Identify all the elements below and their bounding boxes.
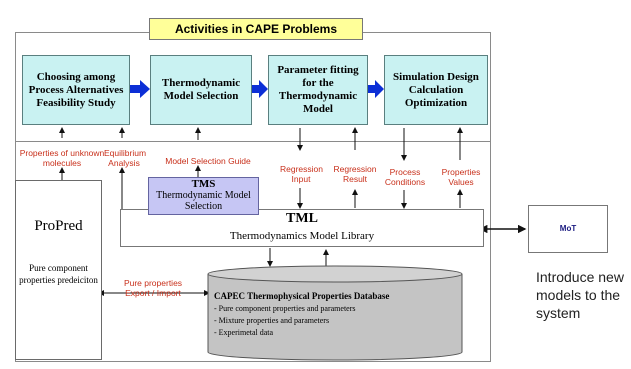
tms-box: TMS Thermodynamic Model Selection: [148, 177, 259, 215]
propred-box: [15, 180, 102, 360]
diagram-title: Activities in CAPE Problems: [149, 18, 363, 40]
label-properties-unknown: Properties of unknown molecules: [19, 148, 105, 168]
label-regression-input: Regression Input: [280, 164, 323, 184]
label-process-conditions: Process Conditions: [384, 167, 426, 187]
database-item: - Mixture properties and parameters: [214, 316, 330, 325]
propred-subtitle: Pure component properties predeiciton: [19, 263, 98, 285]
mot-label: MoT: [559, 224, 577, 233]
database-title: CAPEC Thermophysical Properties Database: [214, 291, 390, 301]
activity-simulation: Simulation Design Calculation Optimizati…: [384, 55, 488, 125]
label-regression-result: Regression Result: [333, 164, 377, 184]
side-note: Introduce new models to the system: [536, 269, 624, 321]
tms-title: TMS: [191, 178, 216, 190]
activity-model-selection: Thermodynamic Model Selection: [150, 55, 252, 125]
label-equilibrium: Equilibrium Analysis: [104, 148, 147, 168]
label-properties-values: Properties Values: [441, 167, 481, 187]
mot-box: [528, 205, 608, 253]
database-item: - Experimetal data: [214, 328, 274, 337]
activity-parameter-fitting: Parameter fitting for the Thermodynamic …: [268, 55, 368, 125]
label-pure-properties: Pure properties Export / Import: [123, 278, 183, 298]
tml-title: TML: [286, 211, 318, 226]
propred-title: ProPred: [34, 218, 83, 234]
tms-subtitle: Thermodynamic Model Selection: [156, 190, 251, 212]
label-model-selection-guide: Model Selection Guide: [165, 156, 251, 166]
tml-box: [120, 209, 484, 247]
activity-process-alternatives: Choosing among Process Alternatives Feas…: [22, 55, 130, 125]
tml-subtitle: Thermodynamics Model Library: [229, 230, 375, 242]
database-item: - Pure component properties and paramete…: [214, 304, 356, 313]
